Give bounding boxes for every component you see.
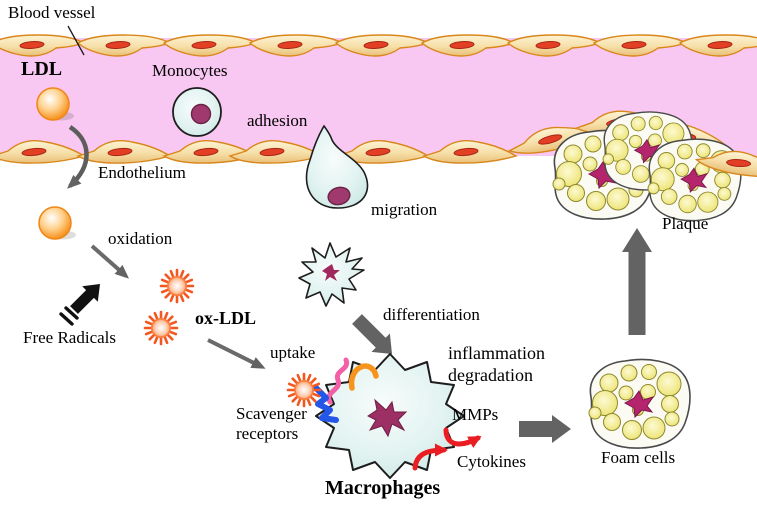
label-ldl: LDL [21, 58, 63, 80]
endothelium-top-row [0, 34, 757, 57]
label-monocytes: Monocytes [152, 61, 228, 80]
label-free-radicals: Free Radicals [23, 328, 116, 347]
label-endothelium: Endothelium [98, 163, 186, 182]
label-uptake: uptake [270, 343, 316, 362]
ox-ldl-particle [143, 310, 179, 346]
label-degradation: degradation [448, 365, 533, 385]
receptor-pink-icon [326, 357, 350, 405]
free-radicals-arrow [59, 284, 100, 326]
uptake-arrow [207, 338, 266, 369]
label-plaque: Plaque [662, 214, 709, 233]
label-scavenger-line1: Scavenger [236, 404, 307, 423]
monocyte-cell [172, 87, 222, 137]
ldl-particle-subendothelial [38, 206, 76, 240]
differentiation-arrow [352, 314, 392, 354]
mmps-arrow [443, 427, 482, 449]
label-migration: migration [371, 200, 438, 219]
cytokines-arrow [412, 443, 448, 471]
label-inflammation: inflammation [448, 343, 545, 363]
ldl-entry-arrow [67, 125, 89, 189]
blood-vessel-pointer-line [67, 25, 85, 56]
migrating-monocyte [305, 124, 369, 209]
to-plaque-arrow [622, 228, 652, 335]
ox-ldl-particle [159, 268, 195, 304]
foam-cell [588, 358, 691, 449]
label-scavenger-receptors: Scavenger receptors [236, 404, 307, 444]
label-ox-ldl: ox-LDL [195, 308, 257, 328]
scavenger-receptor-icon [313, 385, 339, 423]
label-scavenger-line2: receptors [236, 424, 299, 443]
macrophage-precursor-cell [298, 242, 365, 307]
ox-ldl-particle-uptake [286, 372, 322, 408]
label-oxidation: oxidation [108, 229, 173, 248]
label-adhesion: adhesion [247, 111, 308, 130]
label-differentiation: differentiation [383, 305, 480, 324]
macrophage-nucleus [367, 398, 408, 438]
to-foam-cells-arrow [519, 415, 571, 443]
label-macrophages: Macrophages [325, 477, 441, 499]
ldl-particle [36, 87, 74, 121]
label-cytokines: Cytokines [457, 452, 526, 471]
label-blood-vessel: Blood vessel [8, 3, 96, 22]
oxidation-arrow [90, 244, 129, 279]
receptor-orange-icon [348, 363, 379, 391]
label-foam-cells: Foam cells [601, 448, 676, 467]
label-mmps: MMPs [452, 405, 499, 424]
